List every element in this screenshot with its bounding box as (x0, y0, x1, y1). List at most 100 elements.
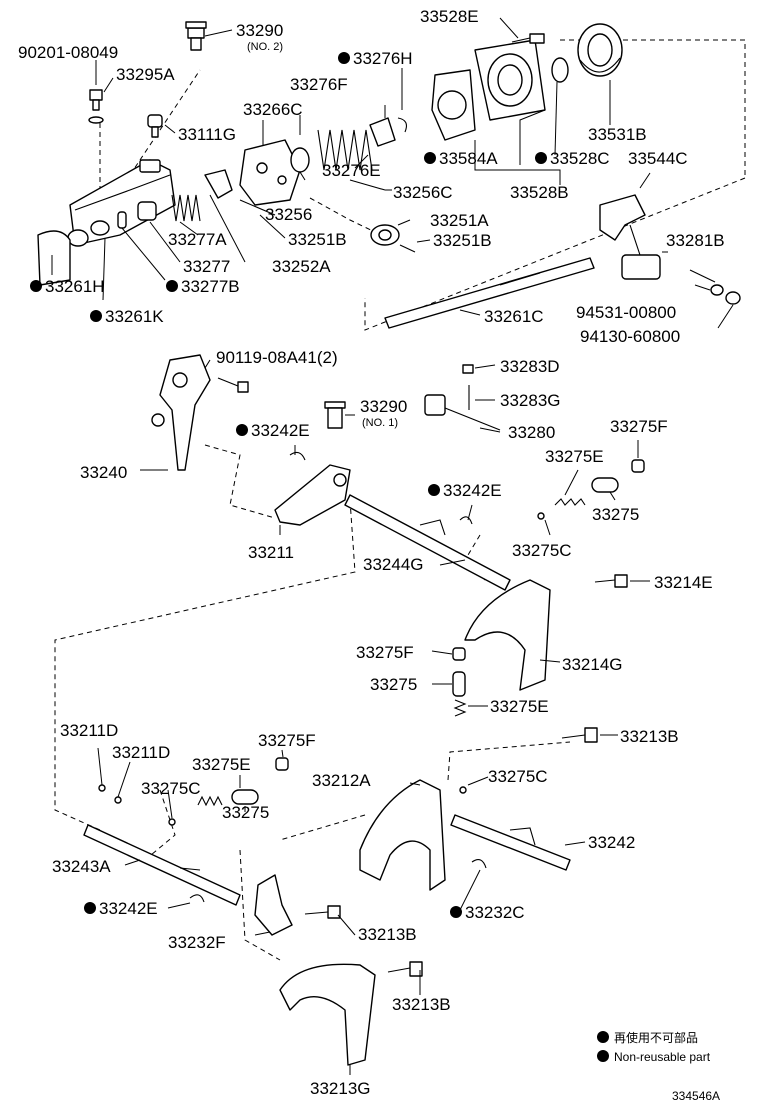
label-33295a: 33295A (116, 65, 175, 84)
bolt-33295a-shape (88, 89, 104, 124)
clip-33242e-1-shape (289, 451, 306, 461)
housing-33261-shape (37, 159, 176, 286)
spring-33275e-3-shape (197, 795, 223, 807)
legend-japanese: 再使用不可部品 (614, 1030, 698, 1045)
non-reusable-mark (166, 280, 178, 292)
bolt-33528e-shape (511, 33, 545, 44)
top-assembly (37, 21, 741, 329)
label-33232c: 33232C (465, 903, 525, 922)
non-reusable-mark (424, 152, 436, 164)
boot-33531b-shape (577, 23, 623, 77)
spring-33276f-shape (317, 129, 373, 171)
bolt-33281b-shape (689, 269, 716, 283)
label-33242: 33242 (588, 833, 635, 852)
label-33261c: 33261C (484, 307, 544, 326)
ball-33211d-2-shape (114, 796, 122, 804)
label-33276h: 33276H (353, 49, 413, 68)
label-94531-00800: 94531-00800 (576, 303, 676, 322)
label-33275f-1: 33275F (610, 417, 668, 436)
pin-33280-shape (424, 394, 501, 431)
shaft-33243a-shape (83, 824, 241, 906)
label-33277b: 33277B (181, 277, 240, 296)
label-33290-no2: 33290 (236, 21, 283, 40)
label-33211d-1: 33211D (60, 721, 118, 740)
clip-33232c-shape (471, 859, 487, 869)
cap-33276e-shape (369, 117, 396, 147)
shaft-33261c-shape (384, 257, 595, 329)
spring-33275e-2-shape (453, 699, 467, 717)
label-33214g: 33214G (562, 655, 623, 674)
label-33277: 33277 (183, 257, 230, 276)
label-33111g: 33111G (178, 125, 236, 144)
fork-33211-shape (274, 464, 351, 526)
oring-33528c-shape (551, 57, 569, 83)
label-33261k: 33261K (105, 307, 164, 326)
spring-33275e-1-shape (554, 498, 586, 506)
bolt-33213b-3-shape (387, 961, 423, 977)
plug-33275f-1-shape (631, 459, 645, 473)
pin-33251b-2-shape (399, 244, 416, 253)
gasket-33584a-shape (431, 69, 476, 141)
ring-33251a-shape (370, 224, 400, 246)
label-33275e-2: 33275E (490, 697, 549, 716)
clip-33276h-shape (397, 117, 407, 133)
label-33283g: 33283G (500, 391, 561, 410)
non-reusable-mark (30, 280, 42, 292)
label-90201-08049: 90201-08049 (18, 43, 118, 62)
label-33275-2: 33275 (370, 675, 417, 694)
part-labels: 33290 (NO. 2) 90201-08049 33295A 33528E … (18, 7, 725, 1098)
label-33283d: 33283D (500, 357, 560, 376)
plug-33275f-2-shape (452, 647, 466, 661)
lever-33240-shape (151, 354, 211, 471)
label-33275-3: 33275 (222, 803, 269, 822)
label-33544c: 33544C (628, 149, 688, 168)
plug-33275f-3-shape (275, 757, 289, 771)
label-33252a: 33252A (272, 257, 331, 276)
legend-english: Non-reusable part (614, 1050, 711, 1064)
label-33232f: 33232F (168, 933, 226, 952)
bushing-33277-shape (137, 201, 157, 221)
label-33275c-1: 33275C (512, 541, 572, 560)
label-33251b-1: 33251B (288, 230, 347, 249)
bracket-33232f-shape (254, 874, 293, 936)
label-33275-1: 33275 (592, 505, 639, 524)
label-33275e-3: 33275E (192, 755, 251, 774)
label-33213b-1: 33213B (620, 727, 679, 746)
label-33275e-1: 33275E (545, 447, 604, 466)
label-33531b: 33531B (588, 125, 647, 144)
label-33240: 33240 (80, 463, 127, 482)
fork-33212a-shape (359, 779, 446, 891)
label-33211: 33211 (248, 543, 294, 562)
label-33251b-2: 33251B (433, 231, 492, 250)
non-reusable-mark (535, 152, 547, 164)
label-33242e-2: 33242E (443, 481, 502, 500)
label-33213b-2: 33213B (358, 925, 417, 944)
label-33276e: 33276E (322, 161, 381, 180)
label-90119-08a41: 90119-08A41(2) (216, 348, 338, 367)
leader-lines (51, 17, 734, 1075)
label-33243a: 33243A (52, 857, 111, 876)
pin-33251b-1-shape (239, 199, 276, 216)
label-33584a: 33584A (439, 149, 498, 168)
clip-33242e-2-shape (459, 516, 473, 525)
nut-94130-shape (725, 291, 741, 305)
label-33275f-3: 33275F (258, 731, 316, 750)
shaft-33242-shape (450, 814, 571, 871)
label-33211d-2: 33211D (112, 743, 170, 762)
label-33275c-2: 33275C (141, 779, 201, 798)
lever-33544c-shape (599, 194, 661, 280)
label-33276f: 33276F (290, 75, 348, 94)
fork-33213g-shape (279, 963, 376, 1066)
fork-33214g-shape (464, 579, 551, 691)
label-33213b-3: 33213B (392, 995, 451, 1014)
bolt-33213b-2-shape (304, 905, 341, 919)
switch-no1-shape (324, 401, 346, 429)
label-33244g: 33244G (363, 555, 424, 574)
label-33266c: 33266C (243, 100, 303, 119)
bolt-90119-shape (217, 377, 249, 393)
washer-94531-shape (710, 284, 724, 296)
label-33251a: 33251A (430, 211, 489, 230)
middle-assembly (151, 354, 645, 717)
clip-33242e-3-shape (189, 894, 205, 903)
